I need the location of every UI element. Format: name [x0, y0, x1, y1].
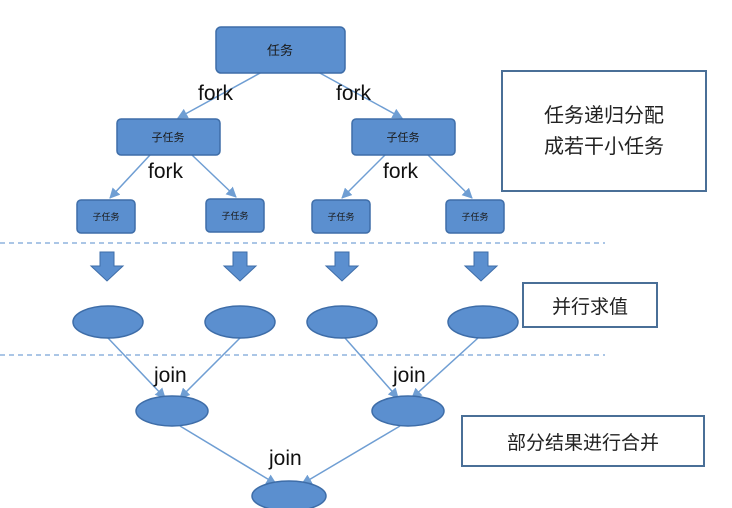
fork-label: fork: [336, 82, 372, 105]
subtask-node-l2-1: 子任务: [76, 199, 136, 234]
subtask-label: 子任务: [221, 210, 248, 222]
note-merge-results-text: 部分结果进行合并: [506, 431, 659, 454]
down-arrow-icon: [324, 251, 360, 282]
down-arrow-icon: [463, 251, 499, 282]
subtask-node-l2-2: 子任务: [205, 198, 265, 233]
subtask-node-l2-3: 子任务: [311, 199, 371, 234]
subtask-label: 子任务: [461, 211, 488, 223]
subtask-label: 子任务: [152, 131, 185, 144]
down-arrow-icon: [222, 251, 258, 282]
fork-label: fork: [148, 160, 184, 183]
result-ellipse: [72, 305, 144, 339]
join-edges-leaf: [107, 337, 479, 399]
subtask-node-l1-left: 子任务: [116, 118, 221, 156]
note-split-tasks-text: 任务递归分配 成若干小任务: [544, 103, 664, 158]
result-ellipse: [306, 305, 378, 339]
note-split-tasks: 任务递归分配 成若干小任务: [501, 70, 707, 192]
fork-label: fork: [383, 160, 419, 183]
note-merge-results: 部分结果进行合并: [461, 415, 705, 467]
fork-label: fork: [198, 82, 234, 105]
partial-result-ellipse: [371, 395, 445, 427]
join-edges-final: [179, 425, 401, 485]
final-result-ellipse: [251, 480, 327, 508]
subtask-node-l1-right: 子任务: [351, 118, 456, 156]
result-ellipse: [204, 305, 276, 339]
down-arrow-icon: [89, 251, 125, 282]
join-label: join: [268, 447, 302, 470]
subtask-label: 子任务: [327, 211, 354, 223]
join-label: join: [392, 364, 426, 387]
root-task-node: 任务: [215, 26, 346, 74]
note-parallel-evaluate: 并行求值: [522, 282, 658, 328]
subtask-node-l2-4: 子任务: [445, 199, 505, 234]
subtask-label: 子任务: [92, 211, 119, 223]
note-parallel-evaluate-text: 并行求值: [551, 295, 628, 318]
fork-edges-root: [177, 71, 403, 119]
fork-edges-level1: [109, 154, 473, 199]
subtask-label: 子任务: [387, 131, 420, 144]
join-label: join: [153, 364, 187, 387]
partial-result-ellipse: [135, 395, 209, 427]
root-task-label: 任务: [267, 43, 293, 59]
result-ellipse: [447, 305, 519, 339]
